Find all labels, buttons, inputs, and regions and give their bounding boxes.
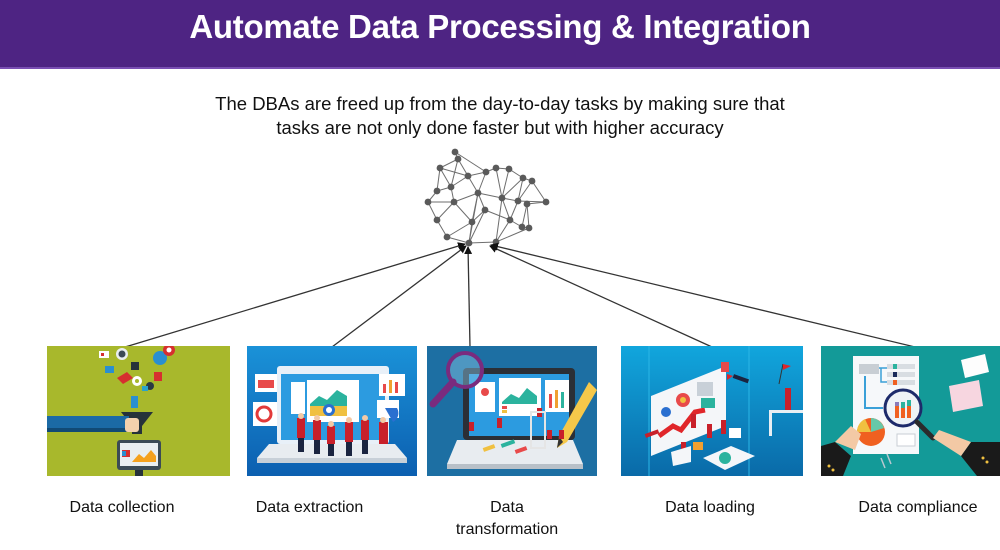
network-edge: [446, 236, 470, 244]
isometric-analytics-board-illustration: [621, 346, 803, 476]
network-node: [447, 183, 455, 191]
network-node: [454, 155, 462, 163]
network-edge: [517, 200, 547, 203]
network-node: [492, 238, 500, 246]
network-node: [542, 198, 550, 206]
page-title: Automate Data Processing & Integration: [189, 7, 811, 45]
caption-data-transformation-line-2: transformation: [455, 521, 559, 538]
network-edge: [477, 192, 503, 199]
caption-data-collection: Data collection: [69, 499, 175, 516]
network-edge: [453, 201, 473, 223]
network-edge: [495, 219, 511, 243]
laptop-magnifier-pencil-illustration: [427, 346, 597, 476]
network-edge: [454, 151, 487, 173]
caption-data-loading: Data loading: [665, 499, 755, 516]
subtitle-line-1: The DBAs are freed up from the day-to-da…: [215, 93, 785, 114]
network-node: [482, 168, 490, 176]
network-edge: [495, 227, 530, 243]
network-edge: [477, 171, 487, 194]
tile-data-transformation: [427, 346, 597, 476]
network-node: [519, 174, 527, 182]
network-edge: [531, 180, 547, 203]
network-edge: [436, 201, 455, 221]
network-edge: [446, 221, 473, 238]
network-edge: [439, 167, 452, 188]
tile-data-collection: [47, 346, 230, 476]
tile-data-extraction: [247, 346, 417, 476]
network-node: [514, 197, 522, 205]
network-edge: [501, 168, 510, 199]
network-node: [505, 165, 513, 173]
network-node: [468, 218, 476, 226]
network-edge: [501, 177, 524, 199]
network-edge: [517, 180, 533, 202]
network-node: [450, 198, 458, 206]
funnel-data-collection-illustration: [47, 346, 230, 476]
network-edge: [439, 167, 469, 177]
network-node: [523, 200, 531, 208]
network-graph-icon: [424, 148, 550, 247]
arrow-data-compliance: [490, 242, 916, 348]
subtitle-line-2: tasks are not only done faster but with …: [276, 117, 724, 138]
network-edge: [453, 192, 479, 203]
caption-data-transformation: Data transformation: [437, 497, 577, 541]
subtitle: The DBAs are freed up from the day-to-da…: [150, 92, 850, 140]
network-node: [424, 198, 432, 206]
network-node: [433, 216, 441, 224]
network-node: [433, 187, 441, 195]
report-magnifier-hands-illustration: [821, 346, 1000, 476]
network-edge: [450, 158, 459, 188]
network-node: [481, 206, 489, 214]
network-edge: [468, 192, 479, 244]
network-node: [465, 239, 473, 247]
network-node: [525, 224, 533, 232]
network-node: [506, 216, 514, 224]
network-node: [518, 223, 526, 231]
caption-data-transformation-line-1: Data: [490, 499, 524, 516]
laptop-dashboard-team-illustration: [247, 346, 417, 476]
network-edge: [484, 209, 511, 221]
network-edge: [509, 200, 519, 221]
network-edge: [501, 197, 511, 221]
arrow-data-collection: [124, 242, 466, 348]
tile-data-compliance: [821, 346, 1000, 476]
network-edge: [521, 203, 528, 228]
network-edge: [526, 203, 530, 229]
network-edge: [468, 241, 497, 244]
network-edge: [436, 167, 441, 192]
caption-data-compliance: Data compliance: [858, 499, 978, 516]
network-edge: [468, 209, 486, 244]
network-node: [528, 177, 536, 185]
network-node: [498, 194, 506, 202]
network-node: [474, 189, 482, 197]
network-node: [436, 164, 444, 172]
caption-data-extraction: Data extraction: [255, 499, 364, 516]
network-node: [451, 148, 459, 156]
arrow-data-loading: [489, 245, 713, 348]
network-node: [492, 164, 500, 172]
network-edge: [495, 167, 503, 199]
arrow-data-transformation: [464, 246, 473, 348]
network-node: [464, 172, 472, 180]
header-banner: Automate Data Processing & Integration: [0, 0, 1000, 69]
arrow-data-extraction: [331, 245, 467, 348]
network-edge: [517, 177, 524, 202]
tile-data-loading: [621, 346, 803, 476]
network-node: [443, 233, 451, 241]
network-edge: [495, 197, 503, 243]
